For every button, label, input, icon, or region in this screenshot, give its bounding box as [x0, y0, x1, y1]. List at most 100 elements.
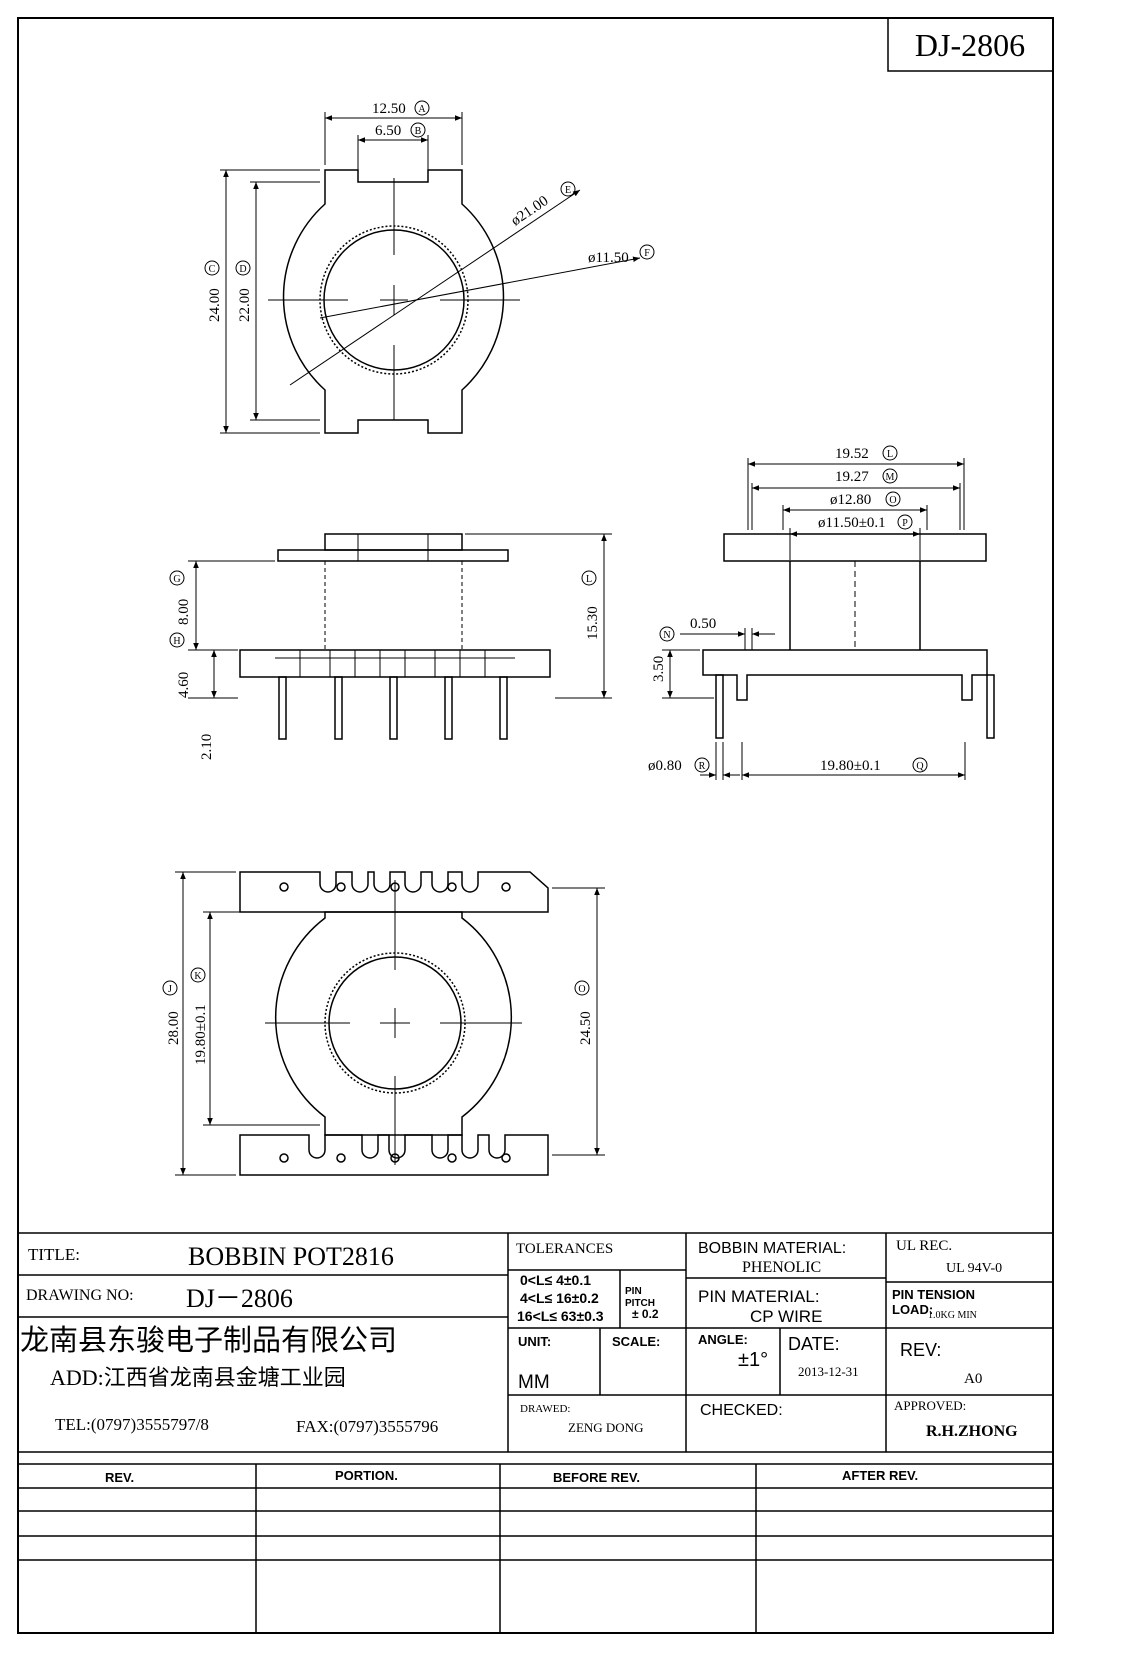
company-name: 龙南县东骏电子制品有限公司 [20, 1324, 397, 1357]
date-value: 2013-12-31 [798, 1364, 859, 1379]
front-view-pin [334, 676, 343, 740]
dim-dia-12-80: ø12.80 [830, 492, 871, 508]
title-label: TITLE: [28, 1245, 80, 1264]
pin-pitch-value: ± 0.2 [632, 1307, 659, 1321]
dim-19-27: 19.27 [835, 469, 869, 485]
svg-text:L: L [586, 574, 592, 585]
front-view-pin [389, 676, 398, 740]
bottom-view-labels: J 28.00 K 19.80±0.1 O 24.50 [162, 967, 594, 1065]
svg-text:N: N [663, 630, 670, 641]
ul-rec-value: UL 94V-0 [946, 1261, 1002, 1276]
title-block [18, 1232, 1053, 1633]
svg-text:P: P [902, 518, 908, 529]
side-view-labels: 19.52 L 19.27 M ø12.80 O ø11.50±0.1 P N … [648, 445, 928, 774]
company-address: ADD:江西省龙南县金塘工业园 [50, 1365, 346, 1390]
dim-2-10: 2.10 [199, 734, 215, 760]
pin-tension-load-label: LOAD: [892, 1302, 933, 1317]
front-view-labels: G 8.00 H 4.60 2.10 L 15.30 [169, 570, 601, 760]
rev-table-header-after: AFTER REV. [842, 1468, 918, 1483]
company-fax: FAX:(0797)3555796 [296, 1417, 438, 1436]
svg-text:A: A [418, 104, 426, 115]
pin-tension-value: 1.0KG MIN [928, 1310, 977, 1321]
tolerance-3: 16<L≤ 63±0.3 [517, 1308, 604, 1324]
svg-text:D: D [239, 264, 246, 275]
pin-tension-label: PIN TENSION [892, 1287, 975, 1302]
svg-text:Q: Q [916, 761, 924, 772]
rev-value: A0 [964, 1371, 982, 1387]
pin-material-value: CP WIRE [750, 1307, 822, 1326]
side-view-base [702, 649, 988, 701]
tolerance-1: 0<L≤ 4±0.1 [520, 1272, 591, 1288]
sheet-border [17, 17, 1054, 1634]
company-tel: TEL:(0797)3555797/8 [55, 1415, 209, 1434]
svg-text:R: R [699, 761, 706, 772]
dim-15-30: 15.30 [585, 606, 601, 640]
checked-label: CHECKED: [700, 1402, 783, 1419]
dim-8-00: 8.00 [176, 599, 192, 625]
svg-text:F: F [644, 248, 650, 259]
dim-19-80: 19.80±0.1 [820, 758, 881, 774]
unit-label: UNIT: [518, 1334, 551, 1349]
svg-text:L: L [887, 449, 893, 460]
bobbin-material-label: BOBBIN MATERIAL: [698, 1240, 846, 1257]
dim-dia-11-50: ø11.50 [588, 250, 629, 266]
dim-24-00: 24.00 [207, 288, 223, 322]
top-view-outline [282, 169, 505, 434]
front-view-pin [499, 676, 508, 740]
dim-dia-0-80: ø0.80 [648, 758, 682, 774]
dim-dia-11-50-tol: ø11.50±0.1 [818, 515, 886, 531]
pin-material-label: PIN MATERIAL: [698, 1287, 820, 1306]
rev-label: REV: [900, 1340, 941, 1360]
drawing-no-label: DRAWING NO: [26, 1287, 134, 1304]
dim-12-50: 12.50 [372, 101, 406, 117]
approved-label: APPROVED: [894, 1398, 966, 1413]
date-label: DATE: [788, 1334, 840, 1354]
dim-28-00: 28.00 [166, 1011, 182, 1045]
pin-pitch-label-2: PITCH [625, 1298, 655, 1309]
drawing-code: DJ-2806 [915, 27, 1025, 63]
ul-rec-label: UL REC. [896, 1238, 952, 1254]
top-view-labels: 12.50 A 6.50 B 24.00 C 22.00 D ø21.00 E … [204, 100, 655, 322]
front-view-pin [278, 676, 287, 740]
front-view-pin [444, 676, 453, 740]
svg-text:E: E [565, 185, 571, 196]
svg-text:G: G [173, 574, 180, 585]
svg-text:C: C [209, 264, 216, 275]
tolerances-label: TOLERANCES [516, 1241, 613, 1257]
svg-text:K: K [194, 971, 202, 982]
rev-table-header-rev: REV. [105, 1470, 134, 1485]
drawing-no-value: DJ－2806 [186, 1284, 293, 1313]
dim-0-50: 0.50 [690, 616, 716, 632]
dim-22-00: 22.00 [237, 288, 253, 322]
dim-19-52: 19.52 [835, 446, 869, 462]
dim-4-60: 4.60 [176, 672, 192, 698]
rev-table-header-before: BEFORE REV. [553, 1470, 640, 1485]
svg-text:O: O [578, 984, 585, 995]
side-view-pin [986, 674, 995, 739]
svg-text:B: B [415, 126, 422, 137]
rev-table-header-portion: PORTION. [335, 1468, 398, 1483]
bottom-view-body [274, 911, 513, 1136]
drawed-value: ZENG DONG [568, 1420, 643, 1435]
svg-text:M: M [886, 472, 895, 483]
approved-value: R.H.ZHONG [926, 1423, 1018, 1440]
svg-text:O: O [889, 495, 896, 506]
angle-label: ANGLE: [698, 1332, 748, 1347]
front-view-top-flange [277, 549, 509, 562]
unit-value: MM [518, 1372, 550, 1393]
front-view [188, 533, 612, 740]
side-view-top-flange [723, 533, 987, 562]
front-view-base [239, 649, 551, 678]
bobbin-material-value: PHENOLIC [742, 1259, 821, 1276]
pin-pitch-label-1: PIN [625, 1286, 642, 1297]
bottom-view [175, 871, 605, 1176]
svg-text:J: J [168, 984, 172, 995]
drawed-label: DRAWED: [520, 1403, 570, 1415]
title-block-text: TITLE: BOBBIN POT2816 DRAWING NO: DJ－280… [20, 1238, 1018, 1485]
dim-6-50: 6.50 [375, 123, 401, 139]
svg-text:H: H [173, 636, 180, 647]
dim-3-50: 3.50 [651, 656, 667, 682]
tolerance-2: 4<L≤ 16±0.2 [520, 1290, 599, 1306]
bottom-view-top-rail [239, 871, 549, 913]
